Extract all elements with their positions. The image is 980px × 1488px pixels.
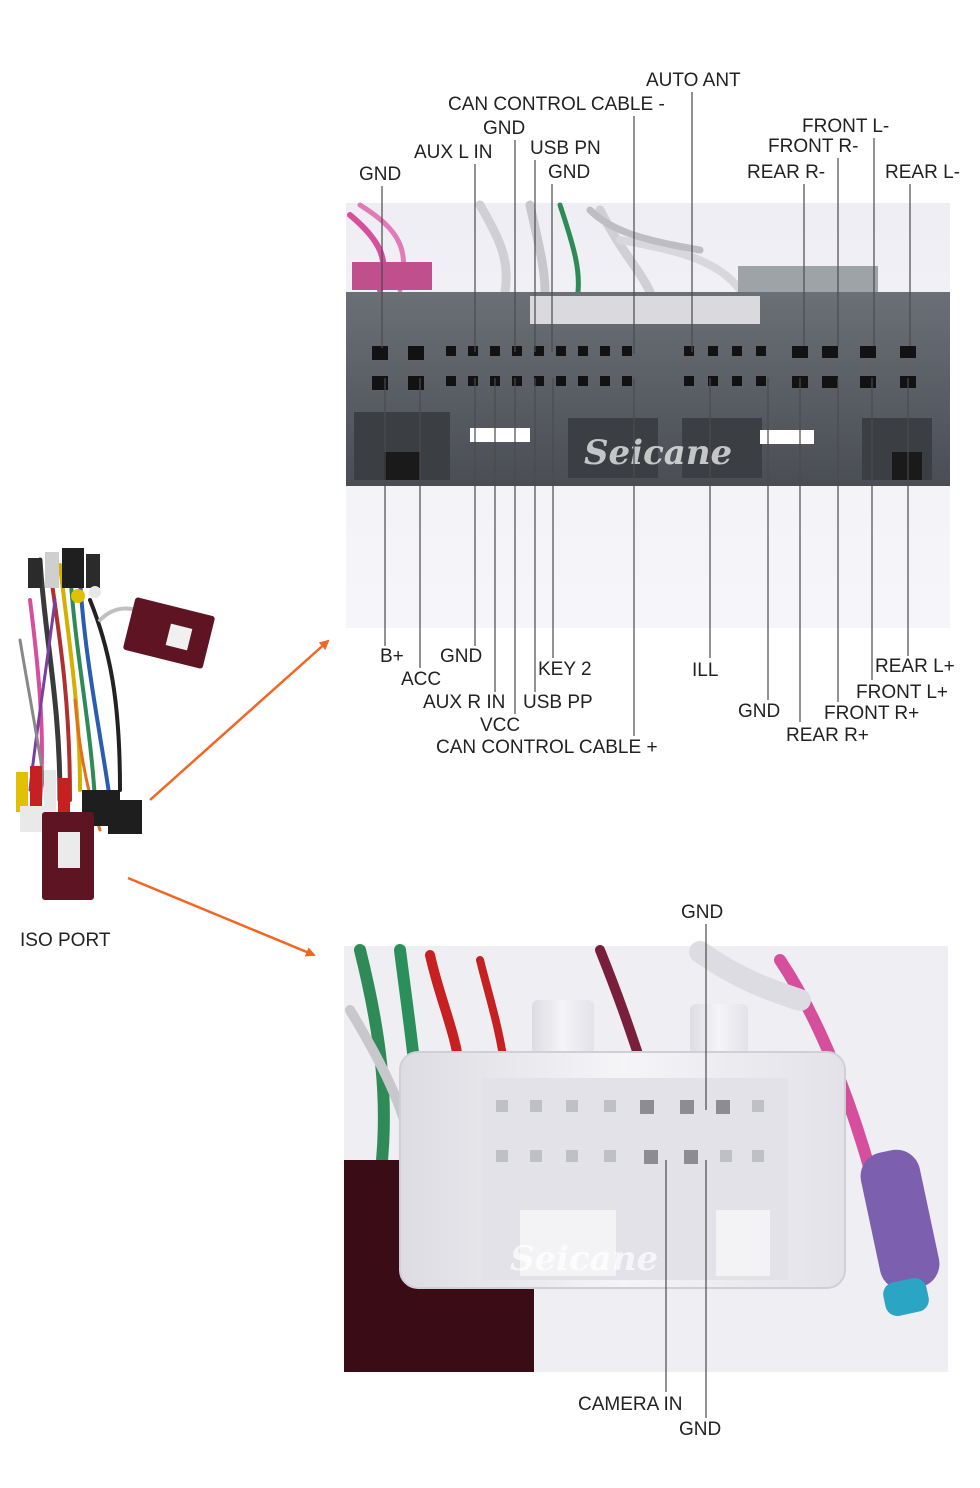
label-usb-pp: USB PP (523, 692, 593, 713)
label-can-control-cable-minus: CAN CONTROL CABLE - (448, 94, 665, 115)
label-gnd-f: GND (681, 902, 723, 923)
top-connector-labels-above: AUTO ANT CAN CONTROL CABLE - GND AUX L I… (359, 70, 960, 185)
harness-label: ISO PORT (20, 930, 111, 951)
top-connector-wires (347, 200, 744, 297)
label-front-l-minus: FRONT L- (802, 116, 889, 137)
top-connector-pink-tag (352, 262, 432, 290)
bottom-connector-photo: Seicane (344, 941, 948, 1372)
label-gnd-g: GND (679, 1419, 721, 1440)
label-can-control-cable-plus: CAN CONTROL CABLE + (436, 737, 658, 758)
label-b-plus: B+ (380, 646, 404, 667)
label-rear-l-plus: REAR L+ (875, 656, 955, 677)
bottom-connector-watermark: Seicane (510, 1239, 658, 1279)
label-vcc: VCC (480, 715, 520, 736)
leader-lines (381, 92, 911, 1418)
label-key-2: KEY 2 (538, 659, 592, 680)
label-front-r-plus: FRONT R+ (824, 703, 919, 724)
label-gnd-c: GND (359, 164, 401, 185)
bottom-connector-pin-row-upper (496, 1100, 764, 1114)
harness-photo: ISO PORT (16, 548, 215, 951)
label-usb-pn: USB PN (530, 138, 601, 159)
harness-rca-plugs (16, 766, 70, 812)
label-camera-in: CAMERA IN (578, 1394, 683, 1415)
harness-module-upper (123, 597, 215, 669)
harness-top-plugs (28, 548, 101, 603)
label-auto-ant: AUTO ANT (646, 70, 741, 91)
top-connector-latch (738, 266, 878, 296)
arrow-to-bottom-connector (127, 876, 316, 957)
label-aux-r-in: AUX R IN (423, 692, 505, 713)
label-rear-l-minus: REAR L- (885, 162, 960, 183)
label-acc: ACC (401, 669, 441, 690)
label-gnd-b: GND (548, 162, 590, 183)
label-rear-r-minus: REAR R- (747, 162, 825, 183)
top-connector-watermark: Seicane (584, 433, 732, 473)
label-gnd-e: GND (738, 701, 780, 722)
top-connector-photo: Seicane (346, 200, 950, 628)
bottom-connector-purple-sleeve (860, 1149, 940, 1291)
label-rear-r-plus: REAR R+ (786, 725, 869, 746)
harness-black-connectors (20, 790, 142, 834)
label-front-r-minus: FRONT R- (768, 136, 858, 157)
bottom-connector-labels: GND CAMERA IN GND (578, 902, 723, 1440)
label-gnd-a: GND (483, 118, 525, 139)
harness-module-lower (42, 812, 94, 900)
label-front-l-plus: FRONT L+ (856, 682, 948, 703)
label-ill: ILL (692, 660, 718, 681)
top-connector-pin-row-upper (372, 346, 916, 360)
arrow-to-top-connector (149, 639, 330, 801)
label-gnd-d: GND (440, 646, 482, 667)
bottom-connector-pin-row-lower (496, 1150, 764, 1164)
top-connector-label-strip (530, 296, 760, 324)
top-connector-keying-slots (354, 412, 932, 480)
top-connector-labels-below: B+ ACC GND AUX R IN VCC USB PP KEY 2 CAN… (380, 646, 955, 758)
label-aux-l-in: AUX L IN (414, 142, 493, 163)
